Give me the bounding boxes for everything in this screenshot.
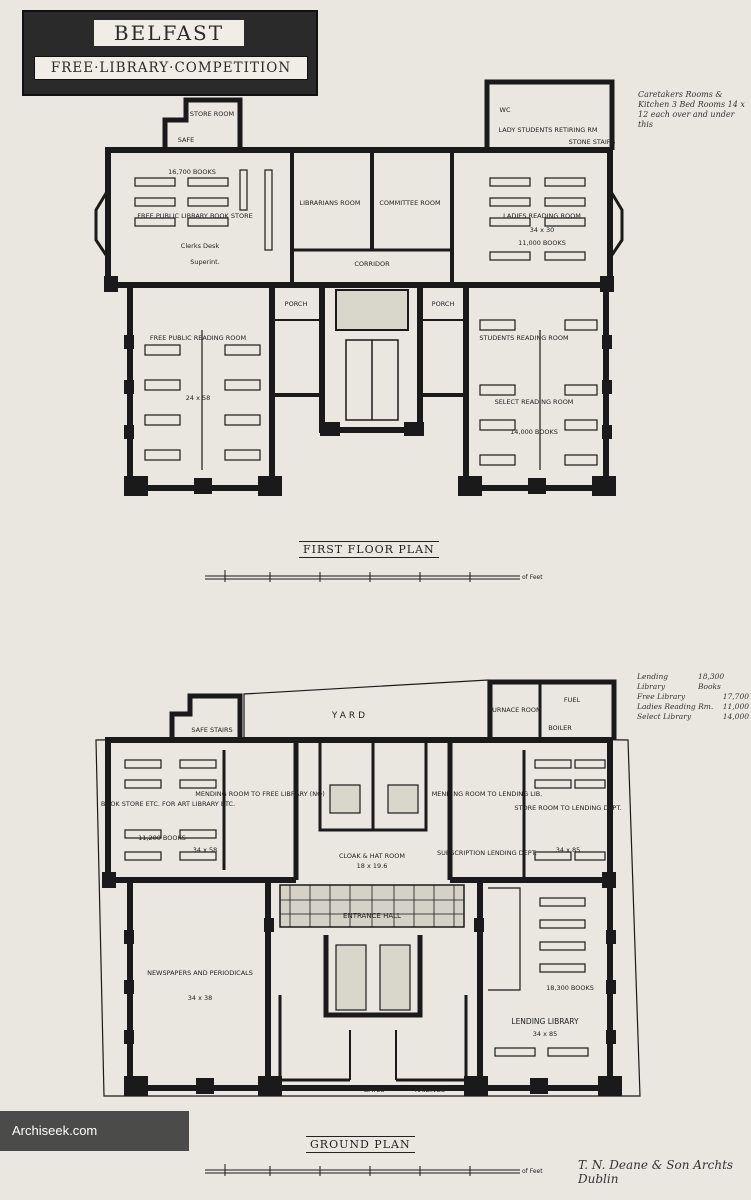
archiseek-watermark: Archiseek.com — [0, 1111, 189, 1151]
gf-book-store-dims: 34 x 58 — [193, 846, 218, 854]
ff-porch-left: PORCH — [285, 300, 308, 308]
gf-cloak-dims: 18 x 19.6 — [357, 862, 388, 870]
ff-store-room: STORE ROOM — [190, 110, 234, 118]
gf-book-store-books: 11,200 BOOKS — [138, 834, 186, 842]
ff-select-label: SELECT READING ROOM — [495, 398, 574, 406]
gf-cloak-label: CLOAK & HAT ROOM — [339, 852, 405, 860]
gf-subscription: SUBSCRIPTION LENDING DEPT. — [437, 849, 537, 857]
ff-ladies-label: LADIES READING ROOM — [503, 212, 581, 220]
gf-safe-stairs: SAFE STAIRS — [191, 726, 232, 734]
ff-porch-right: PORCH — [432, 300, 455, 308]
ff-scale-label: of Feet — [522, 574, 543, 581]
first-floor-right-wing — [463, 285, 609, 491]
ff-ladies-dims: 34 x 30 — [530, 226, 555, 234]
legend-row: Ladies Reading Rm.11,000 — [637, 702, 749, 711]
ff-superintendent: Superint. — [190, 258, 220, 266]
banner-title: BELFAST — [94, 20, 244, 46]
ff-free-reading-dims: 24 x 58 — [186, 394, 211, 402]
gf-store-lending-dims: 34 x 85 — [556, 846, 581, 854]
first-floor-left-wing — [127, 285, 275, 491]
ff-free-reading-label: FREE PUBLIC READING ROOM — [150, 334, 246, 342]
gf-yard-label: YARD — [331, 711, 368, 721]
gf-mending-right: MENDING ROOM TO LENDING LIB. — [432, 790, 543, 798]
ff-stone-stairs: STONE STAIRS — [569, 138, 616, 146]
ff-students-label: STUDENTS READING ROOM — [479, 334, 568, 342]
ff-book-count: 16,700 BOOKS — [168, 168, 216, 176]
gf-newspapers-dims: 34 x 38 — [188, 994, 213, 1002]
first-floor-caption: FIRST FLOOR PLAN — [299, 541, 439, 558]
ff-safe: SAFE — [178, 136, 195, 144]
ff-librarians-label: LIBRARIANS ROOM — [300, 199, 361, 207]
gf-newspapers-label: NEWSPAPERS AND PERIODICALS — [147, 969, 253, 977]
gf-furnace-label: FURNACE ROOM — [488, 706, 541, 714]
ff-book-store-label: FREE PUBLIC LIBRARY BOOK STORE — [137, 212, 252, 220]
ff-lady-students-label: LADY STUDENTS RETIRING RM — [499, 126, 598, 134]
gf-gates-label: GATES — [363, 1086, 384, 1094]
ff-ladies-books: 11,000 BOOKS — [518, 239, 566, 247]
gf-boiler-label: BOILER — [548, 724, 572, 732]
caretakers-note: Caretakers Rooms & Kitchen 3 Bed Rooms 1… — [638, 90, 745, 129]
ff-select-books: 14,000 BOOKS — [510, 428, 558, 436]
ff-committee-label: COMMITTEE ROOM — [379, 199, 440, 207]
ff-wc: WC — [500, 106, 511, 114]
banner-subtitle: FREE·LIBRARY·COMPETITION — [34, 56, 308, 80]
gf-scale-label: of Feet — [522, 1168, 543, 1175]
gf-lending-dims: 34 x 85 — [533, 1030, 558, 1038]
gf-entrance-hall: ENTRANCE HALL — [343, 912, 401, 920]
gf-store-lending: STORE ROOM TO LENDING DEPT. — [514, 804, 621, 812]
ff-corridor-label: CORRIDOR — [354, 260, 390, 268]
gf-railings-label: RAILINGS — [415, 1086, 445, 1094]
gf-fuel-label: FUEL — [564, 696, 581, 704]
gf-book-store-label: BOOK STORE ETC. FOR ART LIBRARY ETC. — [101, 800, 235, 808]
gf-lending-label: LENDING LIBRARY — [511, 1017, 579, 1026]
title-banner: BELFAST FREE·LIBRARY·COMPETITION — [22, 10, 318, 96]
ground-floor-caption: GROUND PLAN — [306, 1136, 415, 1153]
ff-clerks-desk: Clerks Desk — [181, 242, 220, 250]
gf-lending-books: 18,300 BOOKS — [546, 984, 594, 992]
gf-mending-left: MENDING ROOM TO FREE LIBRARY (NO) — [195, 790, 324, 798]
architect-signature: T. N. Deane & Son Archts Dublin — [578, 1158, 734, 1186]
